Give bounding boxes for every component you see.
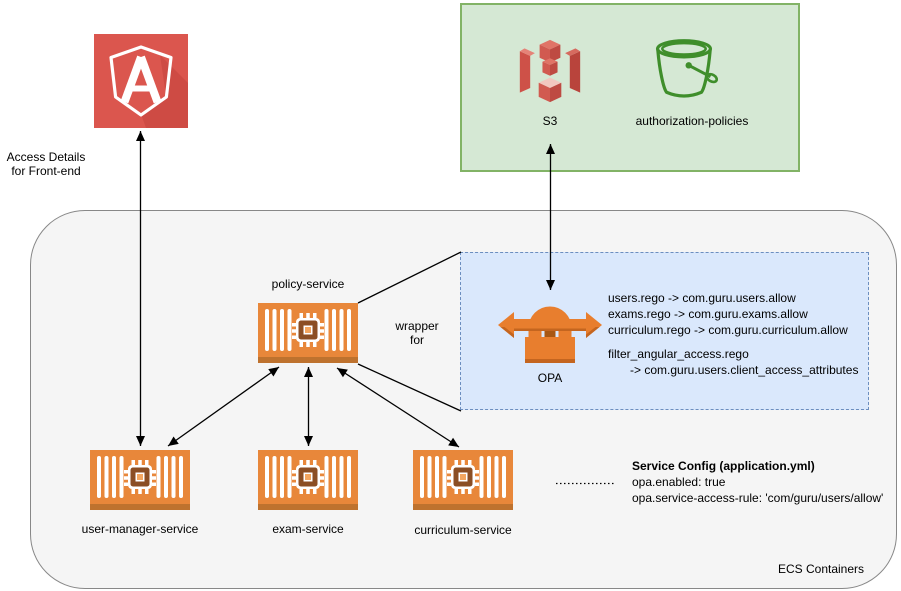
- rego-filter-line2: -> com.guru.users.client_access_attribut…: [630, 363, 859, 377]
- policy-service-container-icon: [258, 303, 358, 363]
- s3-icon: [519, 39, 581, 103]
- rego-mappings: users.rego -> com.guru.users.allow exams…: [608, 290, 858, 378]
- opa-label: OPA: [537, 371, 563, 385]
- service-config-line2: opa.service-access-rule: 'com/guru/users…: [632, 491, 884, 505]
- curriculum-service-label: curriculum-service: [414, 523, 512, 537]
- user-manager-service-label: user-manager-service: [81, 522, 199, 536]
- ecs-containers-label: ECS Containers: [777, 562, 865, 576]
- access-note: Access Details for Front-end: [0, 150, 92, 178]
- wrapper-note-line2: for: [409, 333, 424, 347]
- user-manager-service-container-icon: [90, 450, 190, 510]
- curriculum-service-container-icon: [413, 450, 513, 510]
- rego-mapping-line: curriculum.rego -> com.guru.curriculum.a…: [608, 323, 848, 337]
- access-note-line1: Access Details: [6, 150, 86, 164]
- opa-icon: [498, 306, 602, 363]
- s3-policies-group-box: [460, 3, 800, 172]
- angular-icon: [94, 34, 188, 128]
- rego-mapping-line: exams.rego -> com.guru.exams.allow: [608, 307, 808, 321]
- service-config-title: Service Config (application.yml): [632, 459, 815, 473]
- exam-service-container-icon: [258, 450, 358, 510]
- bucket-icon: [655, 39, 718, 98]
- bucket-label: authorization-policies: [635, 114, 749, 128]
- access-note-line2: for Front-end: [11, 164, 81, 178]
- rego-mapping-line: users.rego -> com.guru.users.allow: [608, 291, 796, 305]
- wrapper-note-line1: wrapper: [395, 319, 439, 333]
- rego-filter-line1: filter_angular_access.rego: [608, 347, 749, 361]
- s3-label: S3: [542, 114, 558, 128]
- service-config-line1: opa.enabled: true: [632, 475, 726, 489]
- policy-service-label: policy-service: [271, 277, 345, 291]
- exam-service-label: exam-service: [272, 522, 344, 536]
- wrapper-note: wrapper for: [377, 319, 457, 347]
- service-config-note: Service Config (application.yml) opa.ena…: [632, 458, 883, 506]
